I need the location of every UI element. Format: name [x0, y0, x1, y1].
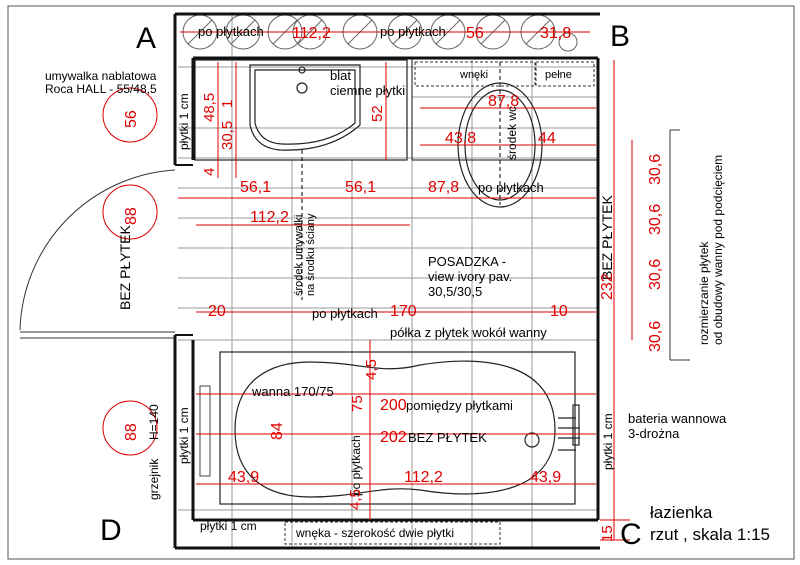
- radiator: [199, 385, 211, 477]
- label-pomiedzy: pomiędzy płytkami: [406, 398, 513, 413]
- niches-top: [414, 61, 595, 87]
- label-po-plytkach-vert: po płytkach: [349, 435, 363, 496]
- dim-30-6-a: 30,6: [647, 154, 664, 185]
- dimension-circles: [102, 87, 158, 456]
- dim-20: 20: [208, 303, 226, 320]
- dim-112-2-mid: 112,2: [250, 209, 289, 226]
- label-srodek-wc: środek wc: [505, 106, 519, 160]
- dim-4: 4: [201, 168, 218, 176]
- dim-top-112-2: 112,2: [292, 25, 331, 42]
- dim-top-31-8: 31,8: [540, 25, 571, 42]
- dim-30-6-c: 30,6: [647, 259, 664, 290]
- dim-circle-56: 56: [123, 110, 140, 128]
- corner-a: A: [136, 22, 156, 55]
- label-wneka-bottom: wnęka - szerokość dwie płytki: [295, 526, 454, 540]
- dim-232: 232: [599, 273, 616, 300]
- niche-bottom: [284, 521, 501, 545]
- dim-circle-88-top: 88: [123, 207, 140, 225]
- label-rozmierzanie-1: rozmierzanie płytek: [697, 241, 711, 345]
- label-po-plytkach-170: po płytkach: [312, 306, 378, 321]
- dim-43-9-left: 43,9: [228, 469, 259, 486]
- drawing-frame: [7, 5, 795, 560]
- label-blat-2: ciemne płytki: [330, 83, 405, 98]
- corner-b: B: [610, 20, 630, 53]
- dim-4-5-top: 4,5: [363, 359, 380, 380]
- dim-top-56: 56: [466, 25, 484, 42]
- dim-87-8-mid: 87,8: [428, 179, 459, 196]
- dim-43-8: 43,8: [445, 130, 476, 147]
- dim-52: 52: [369, 105, 386, 122]
- label-bez-plytek-left: BEZ PŁYTEK: [117, 225, 133, 310]
- label-wneki: wnęki: [459, 69, 488, 81]
- label-srodek-umywalki-2: na środku ściany: [305, 213, 317, 296]
- label-bez-plytek-right: BEZ PŁYTEK: [599, 195, 615, 280]
- plan-scale: rzut , skala 1:15: [650, 525, 770, 544]
- dim-48-5: 48,5: [201, 93, 218, 122]
- label-posadzka-1: POSADZKA -: [428, 254, 506, 269]
- dim-15: 15: [599, 525, 616, 542]
- dim-43-9-right: 43,9: [530, 469, 561, 486]
- dimension-lines: [178, 31, 633, 541]
- label-posadzka-2: view ivory pav.: [428, 269, 512, 284]
- label-srodek-umywalki-1: środek umywalki: [293, 215, 305, 296]
- label-plytki-left-bath: płytki 1 cm: [177, 407, 191, 464]
- dim-circle-88-bottom: 88: [123, 423, 140, 441]
- corner-c: C: [620, 518, 642, 551]
- dim-1: 1: [219, 100, 236, 108]
- label-wanna: wanna 170/75: [251, 384, 334, 399]
- dim-30-5: 30,5: [219, 121, 236, 150]
- dim-30-6-d: 30,6: [647, 321, 664, 352]
- label-posadzka-3: 30,5/30,5: [428, 284, 482, 299]
- label-rozmierzanie-2: od obudowy wanny pod podcięciem: [711, 155, 725, 345]
- label-plytki-left-top: płytki 1 cm: [177, 93, 191, 150]
- walls: [173, 12, 600, 550]
- dim-56-1-left: 56,1: [240, 179, 271, 196]
- label-umywalka-1: umywalka nablatowa: [45, 69, 157, 83]
- tile-grid: [178, 12, 598, 548]
- dim-75: 75: [349, 395, 366, 412]
- plan-title: łazienka: [650, 503, 713, 522]
- corner-d: D: [100, 514, 122, 547]
- label-plytki-bottom: płytki 1 cm: [200, 519, 257, 533]
- label-h140: H=140: [147, 404, 161, 440]
- label-plytki-right-bath: płytki 1 cm: [601, 413, 615, 470]
- label-bez-plytek-wanna: BEZ PŁYTEK: [408, 430, 487, 445]
- dim-200: 200: [380, 397, 407, 414]
- label-pelne: pełne: [545, 69, 572, 81]
- label-po-plytkach-mid: po płytkach: [478, 180, 544, 195]
- label-umywalka-2: Roca HALL - 55/48,5: [45, 82, 157, 96]
- label-blat-1: blat: [330, 68, 351, 83]
- door: [19, 169, 176, 339]
- label-top-tiles-mid: po płytkach: [380, 24, 446, 39]
- dim-170: 170: [390, 303, 417, 320]
- dim-112-2-bottom: 112,2: [404, 469, 443, 486]
- dim-56-1-right: 56,1: [345, 179, 376, 196]
- label-top-tiles-left: po płytkach: [198, 24, 264, 39]
- dim-202: 202: [380, 429, 407, 446]
- dim-84: 84: [269, 422, 286, 440]
- dim-4-5-bottom: 4,5: [347, 489, 364, 510]
- vanity: [194, 59, 408, 161]
- dim-10: 10: [550, 303, 568, 320]
- label-bateria-2: 3-drożna: [628, 426, 680, 441]
- bathtub: [219, 351, 580, 505]
- label-grzejnik: grzejnik: [147, 458, 161, 500]
- dim-30-6-b: 30,6: [647, 204, 664, 235]
- label-polka: półka z płytek wokół wanny: [390, 325, 547, 340]
- dim-87-8-top: 87,8: [488, 93, 519, 110]
- tile-scale-bracket: [669, 129, 690, 361]
- dim-44: 44: [538, 130, 556, 147]
- label-bateria-1: bateria wannowa: [628, 411, 727, 426]
